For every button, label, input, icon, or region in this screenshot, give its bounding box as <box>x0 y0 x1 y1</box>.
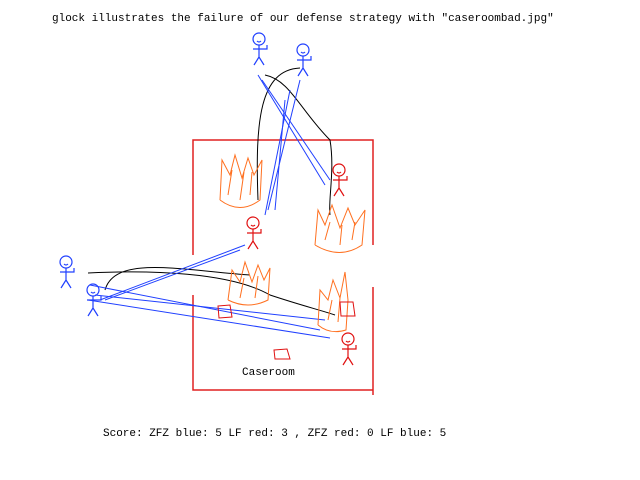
red-player-icon <box>341 332 357 366</box>
fire-icon <box>227 260 271 306</box>
fire-icon <box>219 153 263 208</box>
blue-player-icon <box>59 255 75 289</box>
blue-player-icon <box>296 43 312 77</box>
black-paths <box>87 67 336 316</box>
debris <box>217 301 356 360</box>
score-text: Score: ZFZ blue: 5 LF red: 3 , ZFZ red: … <box>103 428 447 440</box>
red-player-icon <box>332 163 348 197</box>
room-label: Caseroom <box>242 367 295 379</box>
red-player-icon <box>246 216 262 250</box>
red-team <box>246 163 357 366</box>
page-title: glock illustrates the failure of our def… <box>52 13 554 25</box>
blue-player-icon <box>86 283 102 317</box>
fire-icon <box>314 203 366 253</box>
caseroom-walls <box>192 139 374 395</box>
blue-paths <box>87 74 331 339</box>
fires <box>219 153 366 333</box>
blue-player-icon <box>252 32 268 66</box>
